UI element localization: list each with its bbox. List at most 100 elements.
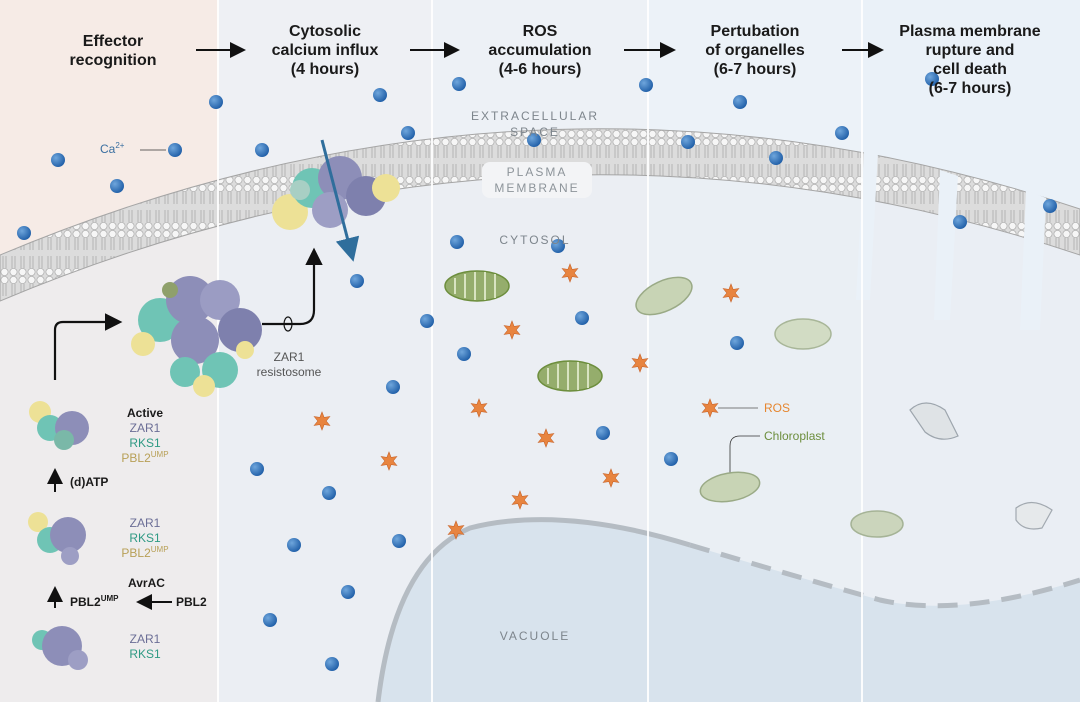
stage-1-title: Effector recognition bbox=[38, 32, 188, 70]
chloroplast-icon bbox=[850, 510, 904, 538]
calcium-ion-icon bbox=[450, 235, 464, 249]
calcium-symbol: Ca bbox=[100, 142, 116, 156]
ros-star-icon bbox=[602, 468, 620, 488]
extracellular-label: EXTRACELLULAR SPACE bbox=[450, 108, 620, 140]
stage-3-line1: ROS bbox=[522, 23, 558, 40]
calcium-ion-icon bbox=[730, 336, 744, 350]
calcium-ion-icon bbox=[325, 657, 339, 671]
chloroplast-icon bbox=[635, 276, 693, 316]
calcium-ion-icon bbox=[322, 486, 336, 500]
pbl2-plain-label: PBL2 bbox=[176, 595, 207, 609]
ros-stars bbox=[313, 263, 740, 540]
stage-5-line2: rupture and bbox=[925, 42, 1015, 59]
membrane-gap bbox=[1020, 190, 1046, 330]
stage-3-line3: (4-6 hours) bbox=[498, 61, 582, 78]
ros-star-icon bbox=[701, 398, 719, 418]
ros-star-icon bbox=[511, 490, 529, 510]
stage-1-line2: recognition bbox=[69, 52, 157, 69]
chloroplast-icon bbox=[444, 270, 510, 302]
pbl2-text: PBL2 bbox=[121, 451, 151, 465]
chloroplast-leader bbox=[729, 435, 760, 478]
calcium-ion-icon bbox=[386, 380, 400, 394]
calcium-ion-icon bbox=[639, 78, 653, 92]
stage-2-line1: Cytosolic bbox=[288, 23, 361, 40]
rks1-text: RKS1 bbox=[129, 436, 161, 450]
calcium-ion-icon bbox=[457, 347, 471, 361]
stage-5-line3: cell death bbox=[933, 61, 1007, 78]
calcium-ion-icon bbox=[664, 452, 678, 466]
resistosome-line1: ZAR1 bbox=[273, 350, 305, 364]
active-complex-icon bbox=[29, 401, 89, 450]
datp-label: (d)ATP bbox=[70, 475, 109, 489]
resistosome-label: ZAR1 resistosome bbox=[244, 350, 334, 380]
extracellular-line2: SPACE bbox=[510, 125, 560, 139]
calcium-ion-icon bbox=[255, 143, 269, 157]
rotation-symbol bbox=[283, 316, 293, 332]
calcium-ion-icon bbox=[953, 215, 967, 229]
chloroplast-fragment-icon bbox=[1015, 501, 1053, 530]
chloroplasts bbox=[444, 270, 1053, 538]
panel-dividers bbox=[217, 0, 863, 702]
stage-4-line3: (6-7 hours) bbox=[713, 61, 797, 78]
stage-5-line1: Plasma membrane bbox=[899, 23, 1041, 40]
membrane-line2: MEMBRANE bbox=[494, 181, 580, 195]
zar1-text: ZAR1 bbox=[129, 632, 161, 646]
stage-2-title: Cytosolic calcium influx (4 hours) bbox=[250, 22, 400, 79]
vacuole-membrane bbox=[375, 517, 691, 702]
calcium-ion-icon bbox=[17, 226, 31, 240]
cytosol-label: CYTOSOL bbox=[499, 233, 571, 247]
pbl2-ump-text: PBL2 bbox=[70, 595, 101, 609]
calcium-ion-icon bbox=[925, 72, 939, 86]
calcium-ion-icon bbox=[401, 126, 415, 140]
ros-star-icon bbox=[561, 263, 579, 283]
calcium-ion-icon bbox=[575, 311, 589, 325]
membrane-gap bbox=[934, 170, 958, 320]
stage-2-line3: (4 hours) bbox=[290, 61, 360, 78]
calcium-ion-icon bbox=[769, 151, 783, 165]
ros-star-icon bbox=[313, 411, 331, 431]
avrac-label: AvrAC bbox=[128, 576, 165, 590]
calcium-label: Ca2+ bbox=[100, 142, 124, 157]
zar1-resistosome-icon bbox=[131, 276, 262, 397]
ros-star-icon bbox=[537, 428, 555, 448]
stage-2-line2: calcium influx bbox=[271, 42, 379, 59]
complex-pbl2-icon bbox=[28, 512, 86, 565]
calcium-ion-icon bbox=[209, 95, 223, 109]
ros-label: ROS bbox=[764, 401, 791, 415]
chloroplast-icon bbox=[699, 471, 761, 503]
calcium-ion-icon bbox=[51, 153, 65, 167]
complex-inactive-icon bbox=[32, 626, 88, 670]
plasma-membrane-label: PLASMA MEMBRANE bbox=[482, 162, 592, 198]
chloroplast-label: Chloroplast bbox=[764, 429, 825, 443]
membrane-line1: PLASMA bbox=[506, 165, 568, 179]
chloroplast-icon bbox=[537, 360, 603, 392]
vacuole-membrane-broken bbox=[689, 542, 1080, 609]
calcium-ion-icon bbox=[551, 239, 565, 253]
calcium-channel-arrow bbox=[320, 139, 360, 262]
chloroplast-icon bbox=[774, 318, 832, 350]
calcium-ion-icon bbox=[527, 133, 541, 147]
ros-star-icon bbox=[447, 520, 465, 540]
vacuole bbox=[378, 519, 1080, 702]
complex-pbl2-label: ZAR1 RKS1 PBL2UMP bbox=[110, 516, 180, 561]
calcium-ion-icon bbox=[263, 613, 277, 627]
arrow-icon bbox=[262, 247, 323, 326]
pbl2-text: PBL2 bbox=[121, 546, 151, 560]
calcium-ion-icon bbox=[835, 126, 849, 140]
rks1-text: RKS1 bbox=[129, 647, 161, 661]
calcium-ion-icon bbox=[373, 88, 387, 102]
complex-inactive-label: ZAR1 RKS1 bbox=[110, 632, 180, 662]
calcium-ion-icon bbox=[250, 462, 264, 476]
calcium-ion-icon bbox=[341, 585, 355, 599]
ros-star-icon bbox=[503, 320, 521, 340]
calcium-ion-icon bbox=[110, 179, 124, 193]
stage-4-line1: Pertubation bbox=[710, 23, 800, 40]
calcium-ion-icon bbox=[733, 95, 747, 109]
stage-5-title: Plasma membrane rupture and cell death (… bbox=[880, 22, 1060, 98]
ump-text: UMP bbox=[100, 594, 119, 603]
resistosome-line2: resistosome bbox=[256, 365, 322, 379]
calcium-ion-icon bbox=[1043, 199, 1057, 213]
stage-3-line2: accumulation bbox=[488, 42, 592, 59]
active-complex-label: Active ZAR1 RKS1 PBL2UMP bbox=[110, 406, 180, 466]
